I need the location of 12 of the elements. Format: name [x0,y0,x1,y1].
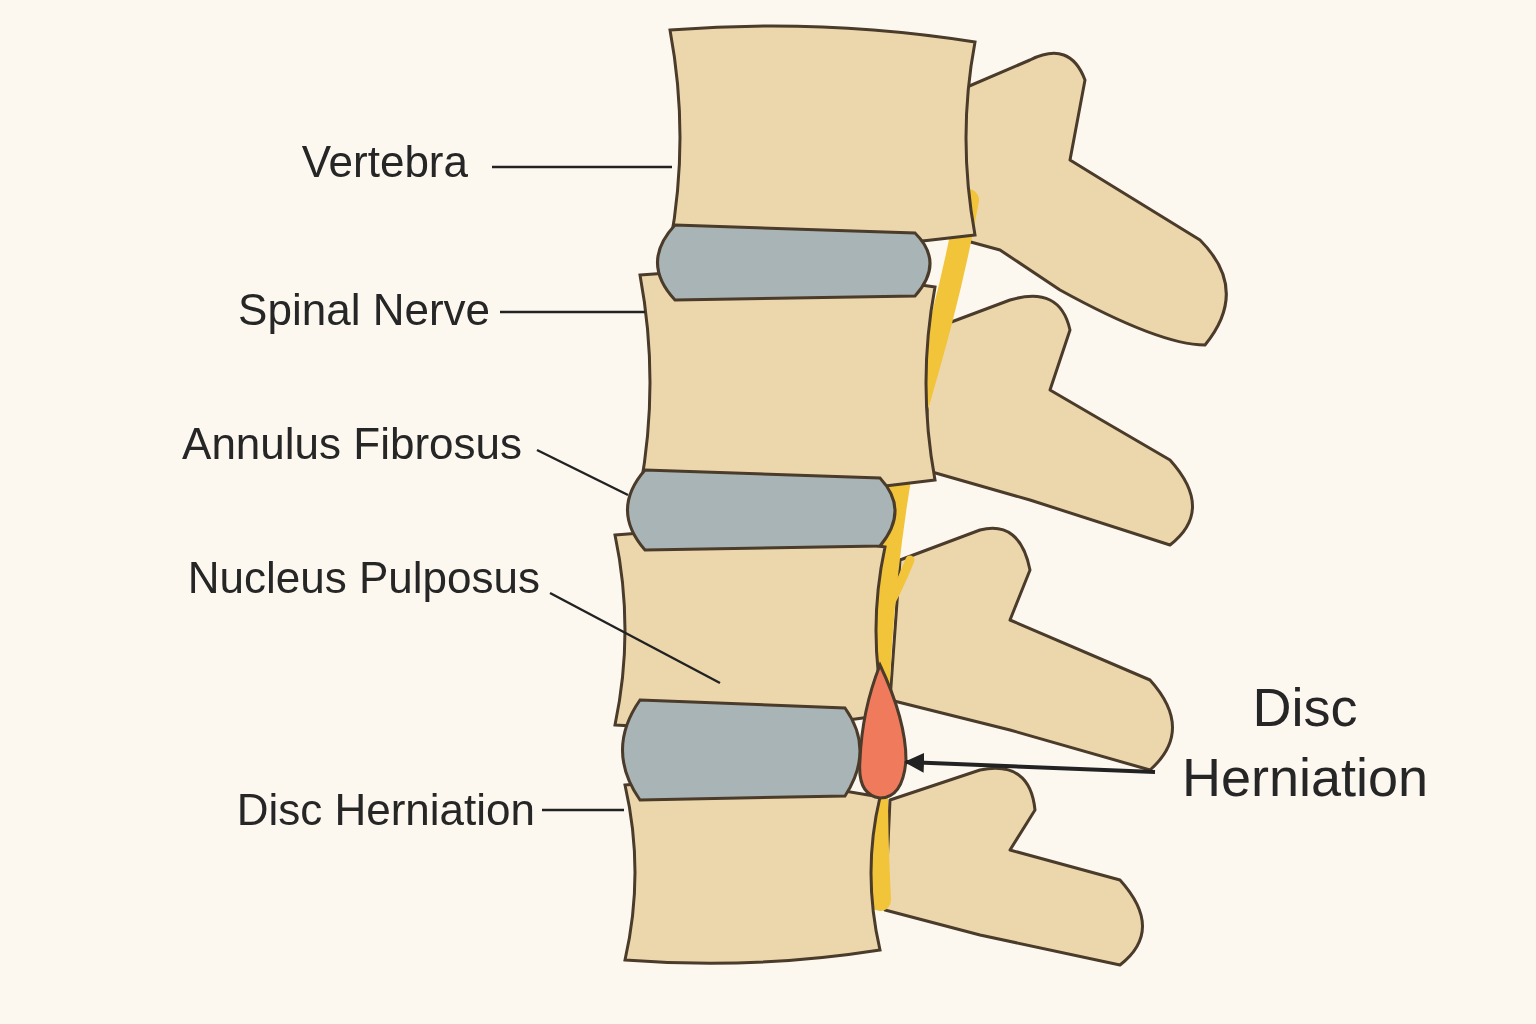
part-label: Disc Herniation [1160,672,1450,812]
part-label: Spinal Nerve [238,283,490,337]
leader-line [536,448,629,497]
part-label: Nucleus Pulposus [187,551,540,605]
arrow [904,752,1156,774]
leader-line [549,591,721,685]
leader-line [492,165,672,169]
part-label: Disc Herniation [236,783,535,837]
part-label: Vertebra [301,135,468,189]
leader-line [542,808,624,812]
part-label: Annulus Fibrosus [182,417,522,471]
leader-line [500,310,645,314]
